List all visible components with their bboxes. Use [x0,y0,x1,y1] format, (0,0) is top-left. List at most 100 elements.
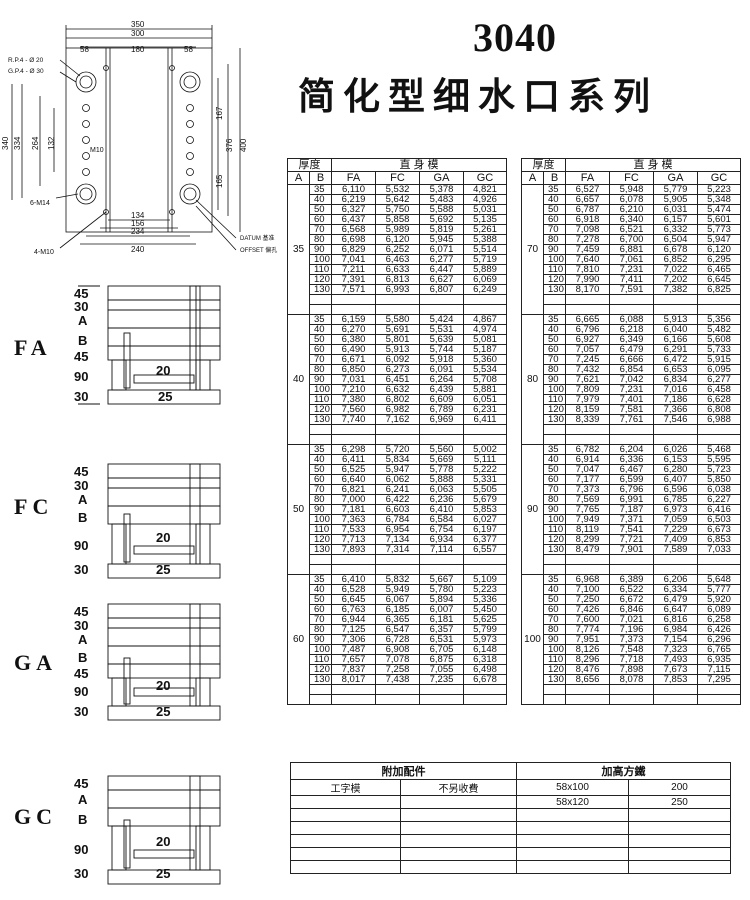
dim-240: 240 [131,245,145,254]
price-cell: 7,022 [653,264,698,275]
price-cell: 7,837 [331,664,376,675]
price-cell: 7,426 [565,604,610,615]
height-size: 58x120 [516,795,629,809]
col-header-fc: FC [609,171,654,185]
price-cell: 7,250 [565,594,610,605]
price-cell: 8,159 [565,404,610,415]
price-cell: 7,740 [331,414,376,425]
height-size: 58x100 [516,779,629,796]
price-cell: 6,422 [375,494,420,505]
dim-45: 45 [74,464,88,479]
empty-cell [516,808,629,822]
price-cell: 6,089 [697,604,741,615]
price-cell: 6,040 [653,324,698,335]
price-cell: 7,366 [653,404,698,415]
price-cell: 6,027 [463,514,507,525]
price-cell: 7,401 [609,394,654,405]
price-cell: 6,479 [653,594,698,605]
price-cell: 5,744 [419,344,464,355]
price-cell: 7,100 [565,584,610,595]
price-cell: 6,647 [653,604,698,615]
empty-cell [609,304,654,315]
empty-cell [375,424,420,435]
empty-cell [516,860,629,874]
price-cell: 5,450 [463,604,507,615]
price-cell: 7,411 [609,274,654,285]
price-cell: 6,969 [419,414,464,425]
price-cell: 6,227 [697,494,741,505]
price-cell: 6,705 [419,644,464,655]
price-cell: 6,954 [375,524,420,535]
price-cell: 5,799 [463,624,507,635]
price-cell: 5,708 [463,374,507,385]
price-cell: 6,439 [419,384,464,395]
empty-cell [628,821,731,835]
price-cell: 5,915 [697,354,741,365]
empty-cell [419,684,464,695]
dim-30b: 30 [74,866,88,881]
price-cell: 8,170 [565,284,610,295]
price-cell: 6,609 [419,394,464,405]
price-cell: 6,498 [463,664,507,675]
b-value: 110 [543,264,566,275]
price-cell: 5,973 [463,634,507,645]
price-cell: 5,719 [463,254,507,265]
empty-cell [290,821,401,835]
price-cell: 6,522 [609,584,654,595]
price-cell: 6,934 [419,534,464,545]
price-cell: 7,591 [609,284,654,295]
price-cell: 6,410 [419,504,464,515]
b-value: 80 [543,234,566,245]
price-cell: 5,989 [375,224,420,235]
empty-cell [609,694,654,705]
b-value: 120 [309,664,332,675]
price-cell: 6,557 [463,544,507,555]
b-value: 80 [543,364,566,375]
b-value: 130 [309,284,332,295]
price-cell: 7,114 [419,544,464,555]
price-cell: 5,773 [697,224,741,235]
dim-b: B [78,333,87,348]
price-cell: 6,280 [653,464,698,475]
plate-outline [65,47,213,233]
b-value: 130 [309,414,332,425]
price-cell: 7,021 [609,614,654,625]
b-value: 90 [543,504,566,515]
empty-cell [290,847,401,861]
price-cell: 7,409 [653,534,698,545]
a-value: 60 [287,574,310,705]
b-value: 40 [309,454,332,465]
price-cell: 7,211 [331,264,376,275]
price-cell: 6,031 [653,204,698,215]
price-cell: 6,148 [463,644,507,655]
empty-cell [463,434,507,445]
price-cell: 5,945 [419,234,464,245]
price-cell: 6,380 [331,334,376,345]
price-cell: 6,334 [653,584,698,595]
b-value: 50 [543,464,566,475]
b-value: 50 [543,594,566,605]
b-value: 80 [309,624,332,635]
price-cell: 6,340 [609,214,654,225]
dim-400: 400 [239,138,248,152]
b-value: 35 [543,444,566,455]
guide-pin-hole [75,183,97,205]
price-cell: 5,111 [463,454,507,465]
price-cell: 7,581 [609,404,654,415]
price-cell: 7,600 [565,614,610,625]
side-view-fa: 45 30 A B 45 90 30 20 25 [74,285,221,405]
price-cell: 8,119 [565,524,610,535]
price-cell: 5,777 [697,584,741,595]
price-cell: 6,218 [609,324,654,335]
price-cell: 7,380 [331,394,376,405]
empty-cell [419,434,464,445]
